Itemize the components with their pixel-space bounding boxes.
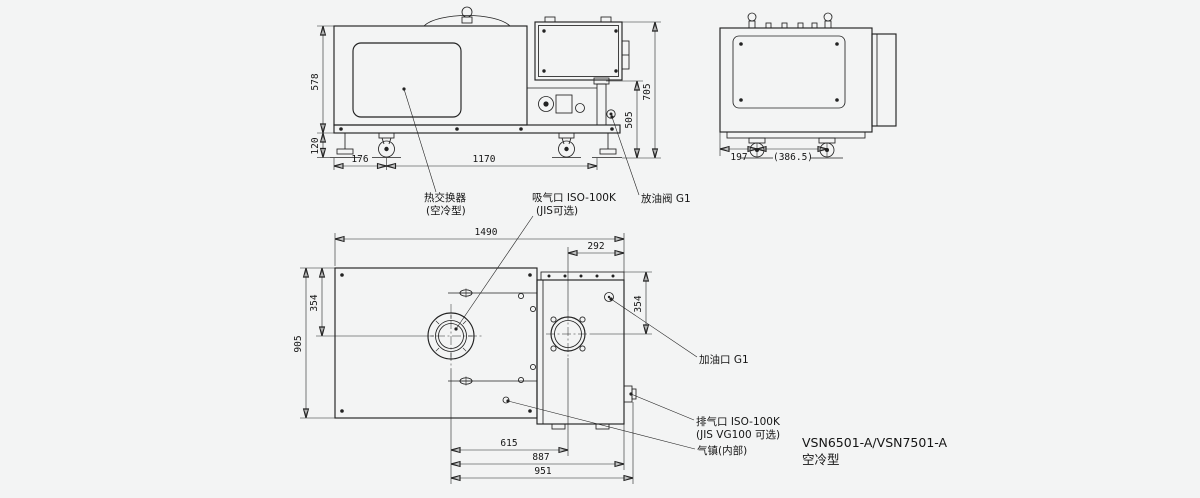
callout-text-suction-2: (JIS可选) — [536, 204, 578, 217]
callouts: 热交换器 (空冷型) 吸气口 ISO-100K (JIS可选) 放油阀 G1 加… — [402, 87, 781, 457]
suction-port — [420, 304, 483, 369]
model-variant: 空冷型 — [802, 452, 840, 467]
dim-text-887: 887 — [532, 452, 549, 463]
top-right-box — [536, 279, 637, 430]
dim-text-905: 905 — [293, 335, 304, 352]
dim-text-386: (386.5) — [773, 152, 813, 163]
lifting-eyebolt — [461, 6, 473, 24]
dim-text-951: 951 — [534, 466, 551, 477]
caster-wheel — [558, 140, 575, 158]
caster-wheel — [378, 140, 395, 158]
top-dimensions: 1490 292 354 905 354 615 887 951 — [293, 227, 652, 484]
callout-drain-valve: 放油阀 G1 — [610, 115, 691, 205]
callout-text-exhaust-2: (JIS VG100 可选) — [696, 428, 780, 441]
side-supports — [330, 132, 622, 158]
dim-text-505: 505 — [624, 111, 635, 128]
oil-pipe — [596, 83, 607, 126]
callout-fill-port: 加油口 G1 — [609, 297, 749, 366]
side-pump-parts — [527, 77, 616, 126]
side-dimensions: 578 120 176 1170 505 705 — [310, 21, 661, 170]
callout-gas-ballast: 气镇(内部) — [506, 399, 747, 457]
dim-text-705: 705 — [642, 83, 653, 100]
dim-text-1170: 1170 — [473, 154, 496, 165]
dim-text-120: 120 — [310, 137, 321, 154]
dim-text-354-left: 354 — [309, 294, 320, 311]
lifting-hood — [423, 15, 511, 27]
callout-text-drain: 放油阀 G1 — [641, 192, 691, 205]
dim-text-1490: 1490 — [475, 227, 498, 238]
top-mounting-plate — [448, 288, 537, 386]
dim-text-578: 578 — [310, 73, 321, 90]
callout-heat-exchanger: 热交换器 (空冷型) — [402, 87, 466, 217]
model-number: VSN6501-A/VSN7501-A — [802, 435, 948, 450]
top-body — [334, 267, 538, 419]
callout-text-suction: 吸气口 ISO-100K — [532, 191, 617, 204]
end-heat-exchanger-duct — [871, 33, 897, 127]
callout-exhaust-port: 排气口 ISO-100K (JIS VG100 可选) — [629, 392, 781, 441]
side-window — [352, 42, 462, 118]
top-view: 1490 292 354 905 354 615 887 951 — [293, 227, 652, 484]
side-view: 578 120 176 1170 505 705 — [310, 6, 661, 170]
end-body — [719, 27, 873, 133]
oil-fill-port — [604, 292, 614, 302]
side-base-frame — [333, 124, 621, 134]
leveling-foot — [336, 148, 354, 155]
callout-text-exhaust: 排气口 ISO-100K — [696, 415, 781, 428]
dim-text-176: 176 — [351, 154, 368, 165]
side-upper-box — [534, 16, 630, 81]
dim-text-354-right: 354 — [633, 295, 644, 312]
end-view: 197 (386.5) — [719, 12, 897, 163]
callout-text-fill: 加油口 G1 — [699, 353, 749, 366]
callout-text-heat-exchanger-2: (空冷型) — [426, 204, 466, 217]
end-dimensions: 197 (386.5) — [719, 132, 828, 163]
end-top-fittings — [747, 12, 833, 29]
dim-text-197: 197 — [730, 152, 747, 163]
dim-text-615: 615 — [500, 438, 517, 449]
title-block: VSN6501-A/VSN7501-A 空冷型 — [802, 435, 948, 467]
callout-text-ballast: 气镇(内部) — [697, 444, 747, 457]
top-flange-strip — [540, 271, 625, 281]
end-panel — [732, 35, 846, 109]
leveling-foot — [599, 148, 617, 155]
side-body — [333, 25, 528, 126]
dim-text-292: 292 — [587, 241, 604, 252]
rear-port — [546, 311, 591, 358]
callout-text-heat-exchanger: 热交换器 — [424, 191, 466, 204]
callout-suction-port: 吸气口 ISO-100K (JIS可选) — [454, 191, 617, 331]
